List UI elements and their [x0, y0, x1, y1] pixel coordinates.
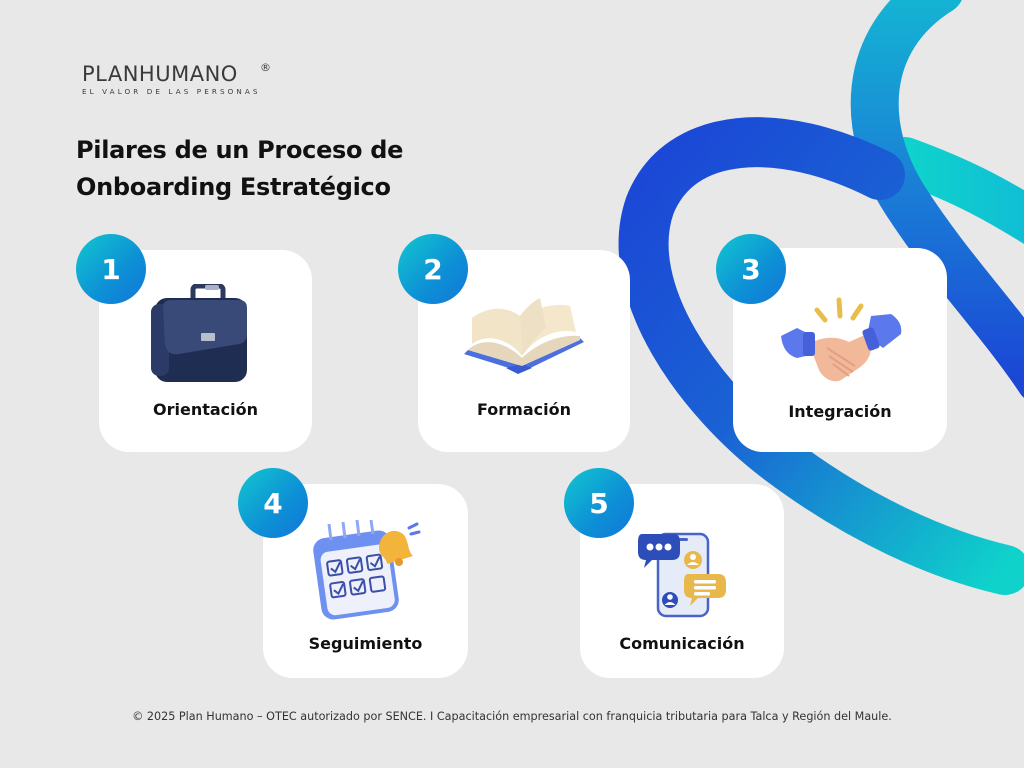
phone-chat-bubbles-icon [638, 532, 726, 618]
pillar-number-badge: 1 [76, 234, 146, 304]
brand-tagline: EL VALOR DE LAS PERSONAS [82, 87, 261, 96]
registered-mark: ® [260, 61, 272, 74]
pillar-label: Seguimiento [308, 634, 423, 653]
pillar-label: Comunicación [619, 634, 745, 653]
open-book-icon [464, 298, 584, 374]
pillar-label: Orientación [152, 400, 258, 419]
brand-logo: PLANHUMANO ® EL VALOR DE LAS PERSONAS [82, 61, 271, 96]
pillar-card-orientacion: Orientación [99, 250, 312, 452]
calendar-checklist-bell-icon [313, 520, 421, 620]
pillar-number-badge: 5 [564, 468, 634, 538]
page-title-line1: Pilares de un Proceso de [76, 136, 404, 164]
pillar-label: Integración [788, 402, 892, 421]
brand-name: PLANHUMANO [82, 62, 238, 86]
page-title: Pilares de un Proceso de Onboarding Estr… [76, 132, 403, 206]
pillar-number-badge: 3 [716, 234, 786, 304]
footer-text: © 2025 Plan Humano – OTEC autorizado por… [132, 710, 892, 723]
pillar-label: Formación [477, 400, 571, 419]
pillar-number-badge: 4 [238, 468, 308, 538]
handshake-icon [781, 297, 902, 382]
briefcase-icon [151, 284, 247, 382]
page-title-line2: Onboarding Estratégico [76, 173, 391, 201]
pillar-number-badge: 2 [398, 234, 468, 304]
